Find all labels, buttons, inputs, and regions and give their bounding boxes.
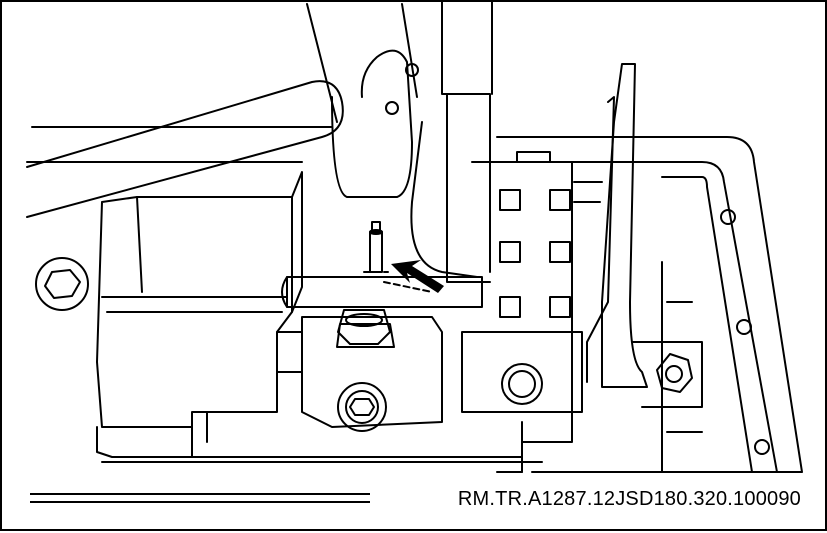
- cross-shaft-end: [281, 276, 288, 308]
- case-bolt-hole: [754, 439, 770, 455]
- shift-fork-plate-body: [446, 93, 491, 283]
- arrow-indicator-icon: [391, 260, 444, 293]
- shift-rod-end: [331, 49, 413, 198]
- shift-fork-curve: [410, 121, 478, 278]
- case-bolt-hole: [720, 209, 736, 225]
- base-rail: [191, 411, 523, 458]
- valve-port: [549, 296, 571, 318]
- base-rail: [96, 426, 523, 473]
- control-box: [96, 196, 293, 428]
- figure-reference-code: RM.TR.A1287.12JSD180.320.100090: [457, 488, 801, 510]
- valve-body: [496, 151, 573, 473]
- case-floor-step: [661, 261, 703, 473]
- lower-valve-boss: [276, 331, 303, 373]
- shift-fork-plate: [441, 2, 491, 273]
- control-box-side: [291, 171, 303, 313]
- valve-port: [549, 189, 571, 211]
- lower-valve-block: [301, 316, 443, 428]
- case-bolt-hole: [736, 319, 752, 335]
- right-lower-port: [501, 363, 543, 405]
- hex-socket-bolt-icon: [337, 382, 387, 432]
- valve-port: [549, 241, 571, 263]
- dowel-pin-icon: [369, 231, 383, 273]
- left-screw-head: [35, 257, 89, 311]
- selector-lever-edge: [586, 96, 615, 383]
- shift-rod-hole: [405, 63, 419, 77]
- valve-port: [499, 189, 521, 211]
- shift-rod-hole: [385, 101, 399, 115]
- right-lower-block: [461, 331, 583, 413]
- reference-rule-top: [30, 493, 370, 495]
- case-gasket-line: [661, 176, 753, 473]
- control-box-face: [136, 196, 143, 293]
- hex-socket-icon: [44, 269, 81, 299]
- valve-port: [499, 241, 521, 263]
- control-box-band: [101, 296, 288, 313]
- hex-bolt-icon: [656, 353, 693, 393]
- selector-lever: [601, 63, 648, 388]
- reference-rule-bottom: [30, 501, 370, 503]
- top-hex-bolt-icon: [337, 309, 391, 345]
- valve-port: [499, 296, 521, 318]
- selector-lever-rib: [573, 181, 603, 203]
- top-bolt-flange: [336, 323, 395, 348]
- dowel-pin-hole: [363, 271, 433, 293]
- bracket-right: [631, 341, 703, 408]
- case-inner-flange: [471, 161, 778, 473]
- case-flange: [496, 136, 803, 473]
- upper-shaft: [26, 80, 344, 218]
- shift-rod: [306, 3, 418, 123]
